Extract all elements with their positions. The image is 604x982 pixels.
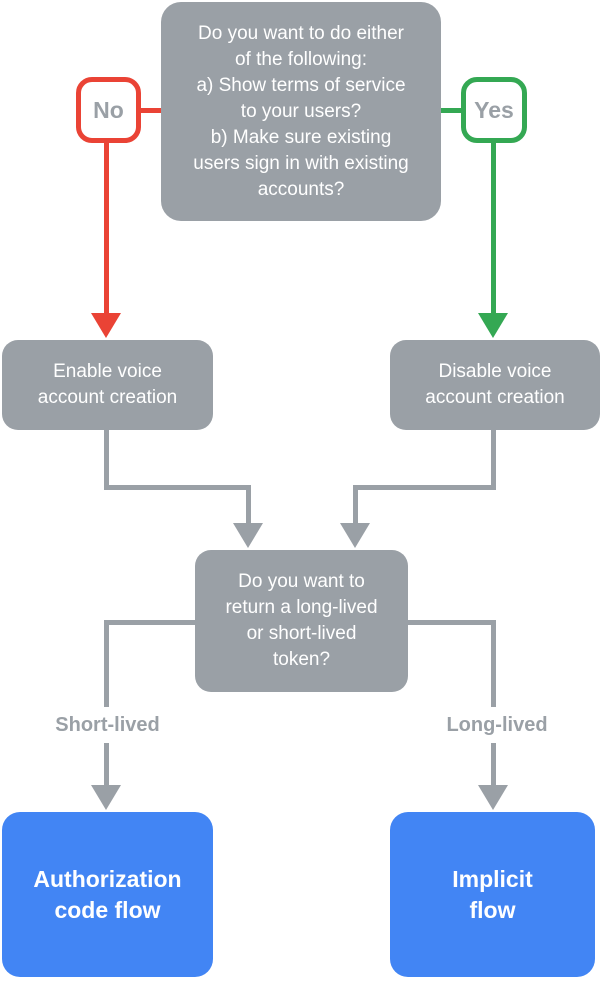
long-lived-arrowhead-icon <box>478 785 508 810</box>
process-node-enable-voice-account-creation: Enable voice account creation <box>2 340 213 430</box>
result-node-implicit-flow: Implicit flow <box>390 812 595 977</box>
disable-merge-line-vertical-2 <box>353 485 358 525</box>
branch-label-short-lived: Short-lived <box>23 707 192 743</box>
branch-label-long-lived: Long-lived <box>412 707 582 743</box>
enable-merge-line-vertical-2 <box>246 485 251 525</box>
disable-merge-line-horizontal <box>353 485 496 490</box>
no-branch-line-vertical <box>104 143 109 315</box>
yes-branch-line-horizontal <box>441 108 461 113</box>
no-branch-line-horizontal <box>141 108 161 113</box>
branch-label-no: No <box>76 77 141 143</box>
question-node-token-lifetime: Do you want to return a long-lived or sh… <box>195 550 408 692</box>
disable-merge-arrowhead-icon <box>340 523 370 548</box>
short-lived-line-vertical <box>104 620 109 787</box>
long-lived-line-horizontal <box>406 620 496 625</box>
yes-branch-line-vertical <box>491 143 496 315</box>
yes-branch-arrowhead-icon <box>478 313 508 338</box>
disable-merge-line-vertical-1 <box>491 430 496 489</box>
short-lived-arrowhead-icon <box>91 785 121 810</box>
long-lived-line-vertical <box>491 620 496 787</box>
enable-merge-line-vertical-1 <box>104 430 109 489</box>
process-node-disable-voice-account-creation: Disable voice account creation <box>390 340 600 430</box>
enable-merge-arrowhead-icon <box>233 523 263 548</box>
short-lived-line-horizontal <box>104 620 197 625</box>
result-node-authorization-code-flow: Authorization code flow <box>2 812 213 977</box>
branch-label-yes: Yes <box>461 77 527 143</box>
enable-merge-line-horizontal <box>104 485 251 490</box>
no-branch-arrowhead-icon <box>91 313 121 338</box>
question-node-terms-of-service: Do you want to do either of the followin… <box>161 2 441 221</box>
